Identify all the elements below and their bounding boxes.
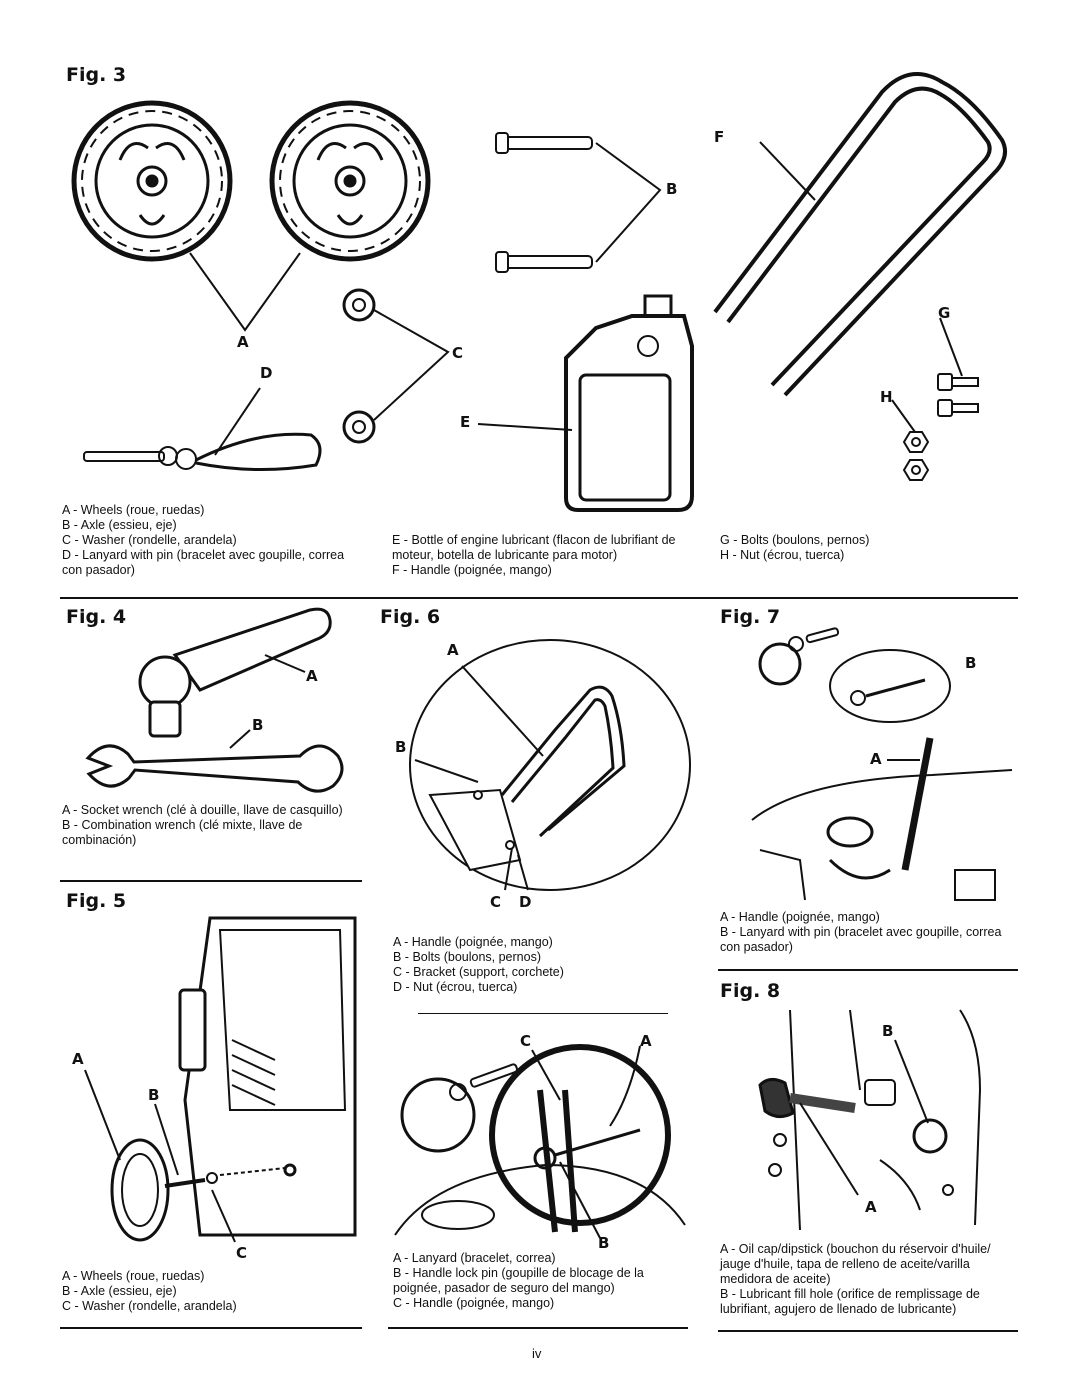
page-number: iv <box>532 1346 542 1361</box>
legend-item: H - Nut (écrou, tuerca) <box>720 548 845 562</box>
legend-item: A - Wheels (roue, ruedas) <box>62 503 205 517</box>
legend-item: B - Combination wrench (clé mixte, llave… <box>62 818 303 847</box>
combination-wrench-icon <box>85 744 344 793</box>
fig7-legend: A - Handle (poignée, mango) B - Lanyard … <box>720 910 1020 955</box>
fig6-lower-callout-c: C <box>520 1032 532 1050</box>
fig3-legend-mid: E - Bottle of engine lubricant (flacon d… <box>392 533 692 578</box>
section-divider <box>718 969 1018 971</box>
fig6-callout-c: C <box>490 893 502 911</box>
legend-item: C - Handle (poignée, mango) <box>393 1296 555 1310</box>
legend-item: A - Socket wrench (clé à douille, llave … <box>62 803 343 817</box>
wheel-icon <box>269 100 431 262</box>
fig5-callout-c: C <box>236 1244 248 1262</box>
generator-icon <box>758 1009 982 1231</box>
lanyard-icon <box>758 627 951 723</box>
legend-item: B - Lanyard with pin (bracelet avec goup… <box>720 925 1002 954</box>
fig8-callout-a: A <box>865 1198 877 1216</box>
legend-item: B - Axle (essieu, eje) <box>62 1284 177 1298</box>
fig6-lower-callout-a: A <box>640 1032 652 1050</box>
legend-item: B - Lubricant fill hole (orifice de remp… <box>720 1287 980 1316</box>
fig3-callout-h: H <box>880 388 893 406</box>
fig5-title: Fig. 5 <box>66 890 127 912</box>
legend-item: D - Lanyard with pin (bracelet avec goup… <box>62 548 345 577</box>
fig4-legend: A - Socket wrench (clé à douille, llave … <box>62 803 362 848</box>
section-divider <box>60 880 362 882</box>
handle-icon <box>500 685 626 838</box>
fig3-callout-a: A <box>237 333 249 351</box>
legend-item: A - Oil cap/dipstick (bouchon du réservo… <box>720 1242 991 1286</box>
fig6-legend: A - Handle (poignée, mango) B - Bolts (b… <box>393 935 683 995</box>
legend-item: A - Handle (poignée, mango) <box>393 935 553 949</box>
fig4-callout-b: B <box>252 716 264 734</box>
fig5-callout-b: B <box>148 1086 160 1104</box>
fig3-callout-f: F <box>714 128 725 146</box>
fig7-callout-a: A <box>870 750 882 768</box>
generator-icon <box>751 737 1013 901</box>
legend-item: B - Bolts (boulons, pernos) <box>393 950 541 964</box>
fig5-legend: A - Wheels (roue, ruedas) B - Axle (essi… <box>62 1269 362 1314</box>
bolt-icon <box>937 373 979 417</box>
generator-icon <box>394 1089 686 1236</box>
fig8-legend: A - Oil cap/dipstick (bouchon du réservo… <box>720 1242 1020 1317</box>
legend-item: A - Handle (poignée, mango) <box>720 910 880 924</box>
legend-item: C - Washer (rondelle, arandela) <box>62 1299 237 1313</box>
legend-item: F - Handle (poignée, mango) <box>392 563 552 577</box>
socket-wrench-icon <box>138 607 332 738</box>
legend-item: B - Axle (essieu, eje) <box>62 518 177 532</box>
fig8-title: Fig. 8 <box>720 980 781 1002</box>
fig6-title: Fig. 6 <box>380 606 441 628</box>
section-divider <box>60 1327 362 1329</box>
fig3-callout-d: D <box>260 364 273 382</box>
axle-icon <box>495 132 593 273</box>
legend-item: B - Handle lock pin (goupille de blocage… <box>393 1266 644 1295</box>
fig3-callout-g: G <box>938 304 951 322</box>
washer-icon <box>342 288 376 444</box>
nut-icon <box>902 431 930 481</box>
bracket-icon <box>428 788 522 872</box>
fig3-callout-b: B <box>666 180 678 198</box>
fig8-callout-b: B <box>882 1022 894 1040</box>
fig6-lower-legend: A - Lanyard (bracelet, correa) B - Handl… <box>393 1251 688 1311</box>
fig4-title: Fig. 4 <box>66 606 127 628</box>
section-divider <box>418 1013 668 1014</box>
fig6-callout-b: B <box>395 738 407 756</box>
legend-item: G - Bolts (boulons, pernos) <box>720 533 870 547</box>
section-divider <box>60 597 1018 599</box>
legend-item: C - Washer (rondelle, arandela) <box>62 533 237 547</box>
fig3-legend-right: G - Bolts (boulons, pernos) H - Nut (écr… <box>720 533 960 563</box>
legend-item: C - Bracket (support, corchete) <box>393 965 564 979</box>
fig3-callout-c: C <box>452 344 464 362</box>
fig3-legend-left: A - Wheels (roue, ruedas) B - Axle (essi… <box>62 503 362 578</box>
fig4-callout-a: A <box>306 667 318 685</box>
wheel-icon <box>71 100 233 262</box>
legend-item: E - Bottle of engine lubricant (flacon d… <box>392 533 676 562</box>
fig7-title: Fig. 7 <box>720 606 781 628</box>
section-divider <box>718 1330 1018 1332</box>
wheel-icon <box>110 1138 170 1242</box>
fig6-lower-callout-b: B <box>598 1234 610 1252</box>
lanyard-icon <box>400 1063 518 1153</box>
section-divider <box>388 1327 688 1329</box>
fig3-title: Fig. 3 <box>66 64 127 86</box>
fig5-callout-a: A <box>72 1050 84 1068</box>
handle-icon <box>713 72 1008 397</box>
legend-item: D - Nut (écrou, tuerca) <box>393 980 518 994</box>
generator-icon <box>178 916 357 1237</box>
legend-item: A - Wheels (roue, ruedas) <box>62 1269 205 1283</box>
legend-item: A - Lanyard (bracelet, correa) <box>393 1251 556 1265</box>
lanyard-icon <box>83 432 322 472</box>
fig6-callout-a: A <box>447 641 459 659</box>
fig3-callout-e: E <box>460 413 471 431</box>
fig6-callout-d: D <box>519 893 532 911</box>
oil-bottle-icon <box>564 294 694 512</box>
fig7-callout-b: B <box>965 654 977 672</box>
